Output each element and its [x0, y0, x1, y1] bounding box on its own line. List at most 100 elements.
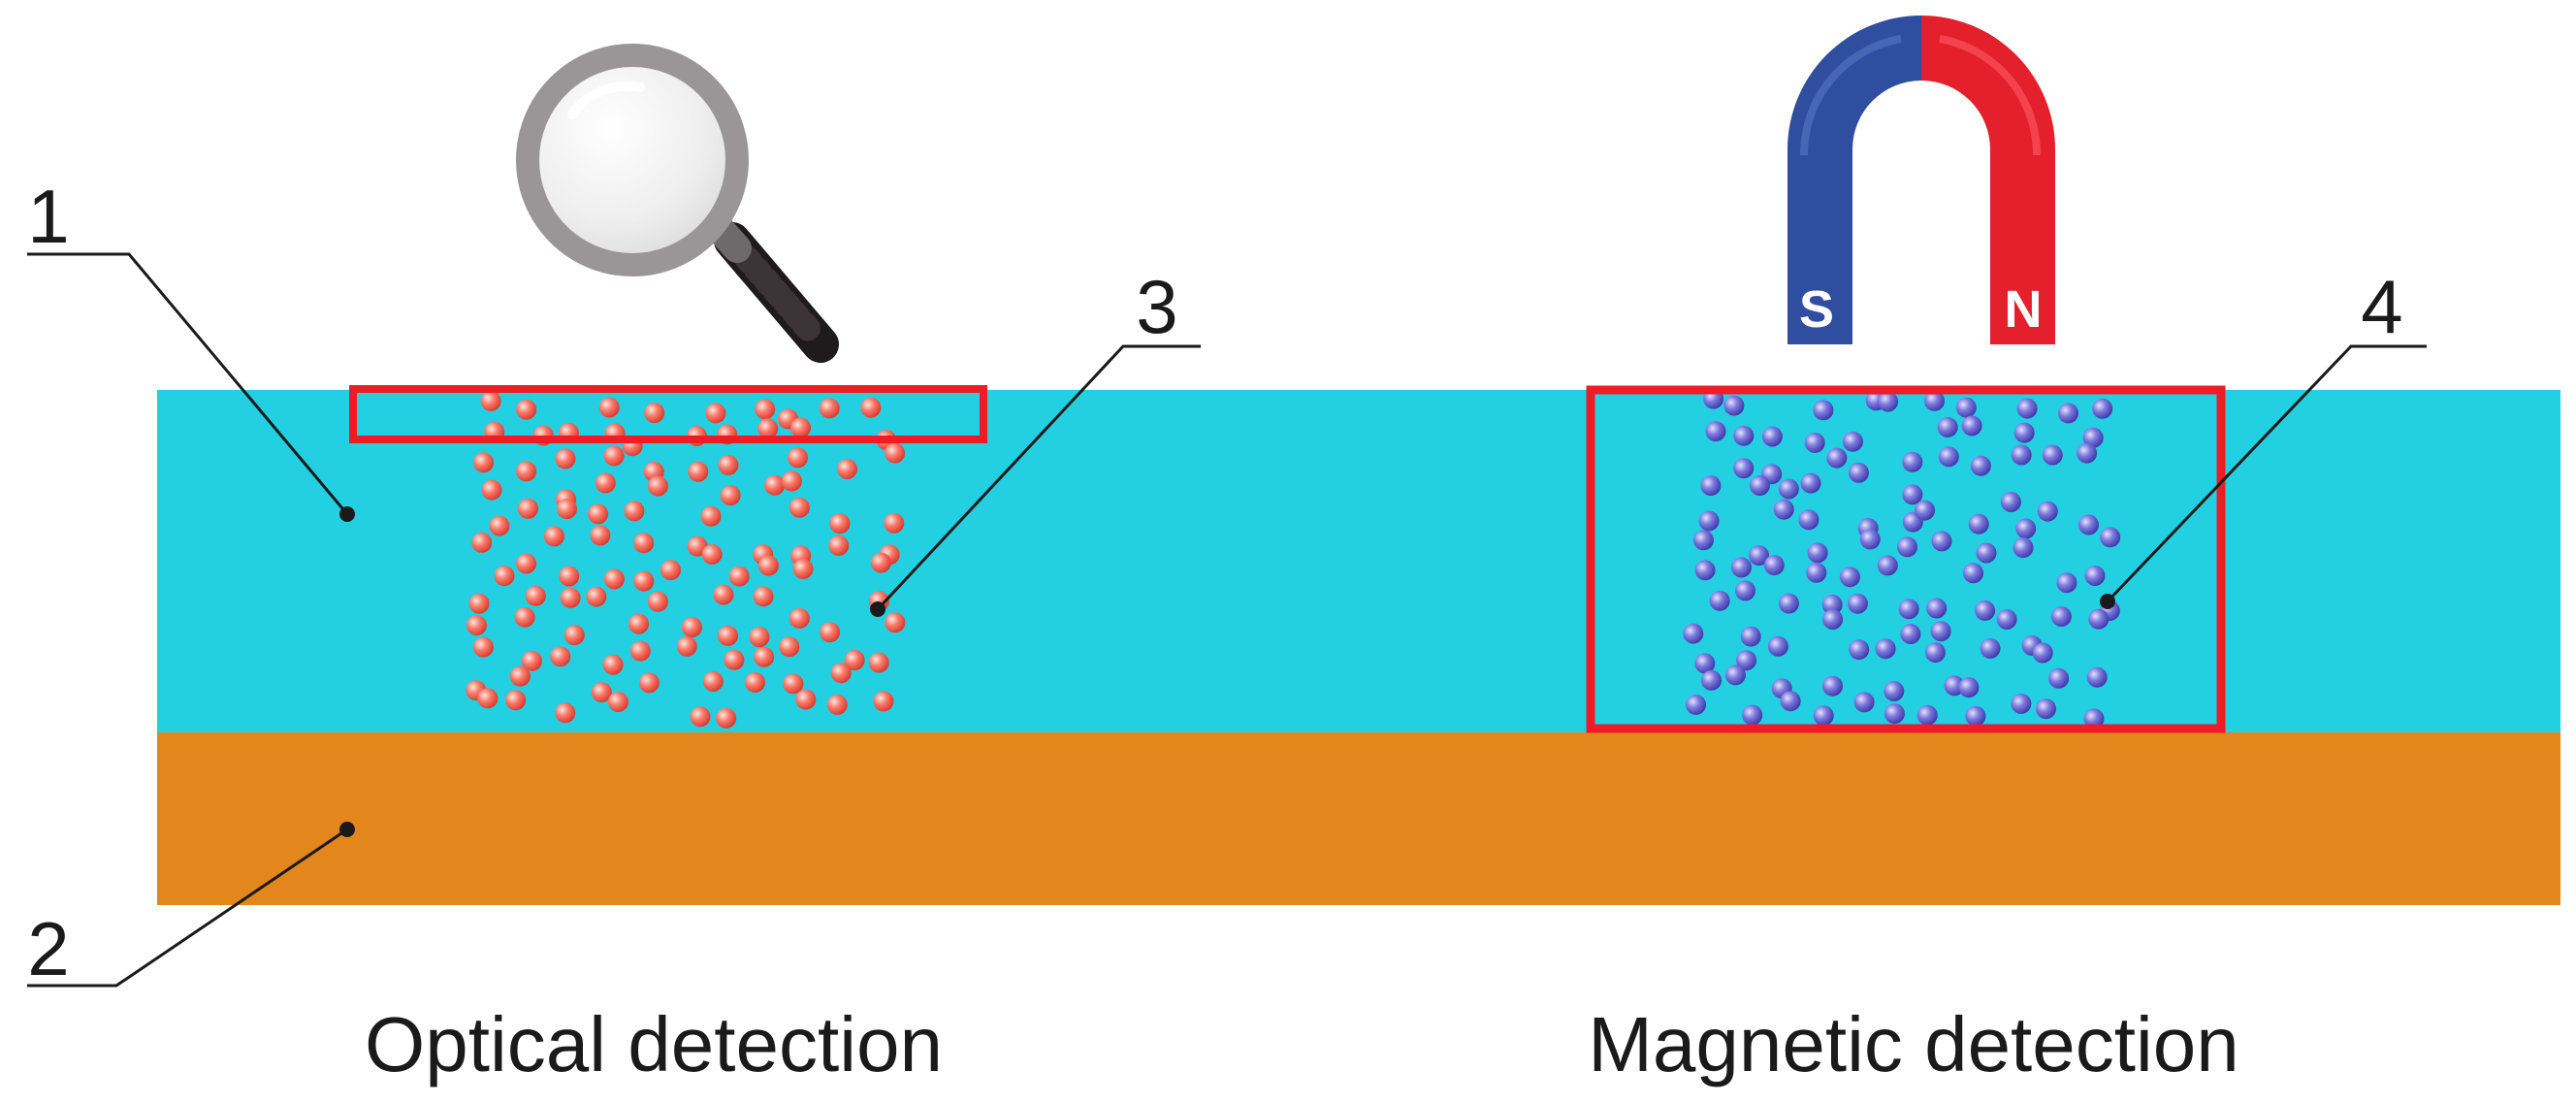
- magnetic-particle: [2058, 403, 2078, 424]
- optical-particle: [629, 640, 651, 662]
- callout-1: 1: [27, 174, 355, 522]
- optical-particle: [755, 399, 776, 420]
- optical-particle: [744, 671, 765, 693]
- optical-particle: [595, 472, 616, 494]
- magnetic-particle: [2042, 444, 2063, 466]
- optical-particle: [860, 397, 882, 418]
- magnetic-particle: [1736, 650, 1756, 671]
- horseshoe-magnet-icon: S N: [1787, 16, 2055, 344]
- magnetic-particle: [1813, 400, 1834, 421]
- optical-particle: [598, 397, 620, 418]
- magnetic-particle: [1826, 447, 1848, 469]
- magnetic-particle: [1773, 499, 1794, 520]
- magnetic-particle: [1955, 397, 1977, 418]
- optical-particle: [829, 513, 851, 535]
- optical-particle: [779, 636, 800, 658]
- optical-particle: [720, 485, 741, 506]
- magnetic-particle: [2037, 501, 2058, 522]
- magnetic-particle: [1937, 416, 1958, 438]
- magnetic-particle: [2000, 492, 2021, 512]
- magnetic-particle: [2084, 566, 2106, 586]
- callout-3-label: 3: [1136, 264, 1177, 349]
- optical-particle: [514, 606, 535, 628]
- magnetic-particle: [1938, 446, 1959, 468]
- magnetic-particle: [2012, 537, 2034, 559]
- magnetic-particle: [1778, 478, 1799, 500]
- magnetic-particle: [1813, 705, 1834, 727]
- magnetic-particle: [1859, 529, 1881, 550]
- magnetic-particle: [1761, 426, 1783, 447]
- optical-particle: [690, 706, 711, 728]
- magnetic-particle: [1804, 432, 1825, 453]
- optical-particle: [564, 625, 585, 646]
- layer-1-region: [157, 390, 2560, 732]
- optical-particle: [560, 587, 581, 608]
- optical-particle: [588, 503, 609, 525]
- optical-particle: [516, 553, 537, 574]
- optical-particle: [525, 585, 546, 606]
- magnetic-particle: [1970, 455, 1991, 476]
- magnetic-particle: [1884, 703, 1905, 725]
- optical-particle: [559, 566, 580, 587]
- magnetic-particle: [1898, 599, 1919, 620]
- optical-particle: [607, 692, 628, 712]
- optical-particle: [489, 515, 510, 536]
- optical-particle: [757, 418, 779, 439]
- magnetic-particle: [1924, 642, 1946, 664]
- magnetic-particle: [1958, 677, 1980, 698]
- magnetic-particle: [1692, 530, 1714, 551]
- optical-detection-box: [349, 385, 987, 443]
- optical-particle: [844, 650, 865, 670]
- magnetic-particle: [1926, 598, 1948, 619]
- optical-particle: [789, 497, 810, 518]
- optical-particle: [702, 671, 724, 692]
- optical-particle: [764, 474, 786, 496]
- optical-particle: [676, 635, 697, 657]
- optical-particle: [473, 452, 494, 473]
- optical-particle: [701, 543, 723, 565]
- optical-particle: [494, 566, 515, 587]
- magnetic-particle: [1709, 590, 1730, 611]
- optical-particle: [517, 498, 538, 519]
- magnetic-particle: [1763, 555, 1785, 576]
- magnetic-particle: [1806, 562, 1827, 583]
- magnetic-detection-box: [1586, 385, 2226, 733]
- optical-particle: [885, 612, 906, 633]
- magnetic-particle: [1733, 458, 1755, 479]
- callout-2: 2: [27, 822, 355, 991]
- magnetic-particle: [1839, 567, 1860, 588]
- magnetic-particle: [2015, 518, 2037, 539]
- magnet-north-label: N: [2005, 280, 2043, 339]
- magnetic-particle: [1902, 484, 1923, 505]
- magnetic-particle: [2016, 398, 2038, 419]
- optical-particle: [828, 535, 850, 556]
- magnetic-particle: [2083, 708, 2105, 729]
- magnetic-particle-cluster: [1683, 388, 2121, 729]
- magnetic-particle: [1853, 692, 1875, 713]
- optical-particle: [830, 663, 852, 684]
- magnetic-particle: [2032, 642, 2053, 664]
- magnetic-particle: [1749, 545, 1769, 567]
- optical-particle: [466, 615, 487, 636]
- optical-particle: [837, 459, 857, 479]
- optical-particle: [728, 566, 750, 587]
- optical-particle: [688, 461, 709, 482]
- magnetic-particle: [2078, 514, 2099, 535]
- magnetic-particle: [2092, 398, 2113, 419]
- magnetic-particle: [1742, 704, 1763, 726]
- optical-particle: [705, 403, 726, 424]
- optical-particle: [633, 533, 655, 554]
- optical-particle: [516, 399, 537, 420]
- magnetic-particle: [2088, 608, 2109, 630]
- magnetic-particle: [1686, 694, 1706, 715]
- optical-particle: [602, 654, 624, 675]
- optical-particle: [471, 532, 493, 553]
- optical-particle: [557, 499, 577, 520]
- magnetic-particle: [1963, 563, 1983, 584]
- magnetic-particle: [1700, 475, 1722, 497]
- magnetic-particle: [1975, 600, 1996, 621]
- magnetic-particle: [2048, 667, 2070, 689]
- optical-particle: [820, 622, 841, 643]
- magnetic-particle: [2082, 427, 2104, 448]
- optical-particle: [521, 650, 542, 671]
